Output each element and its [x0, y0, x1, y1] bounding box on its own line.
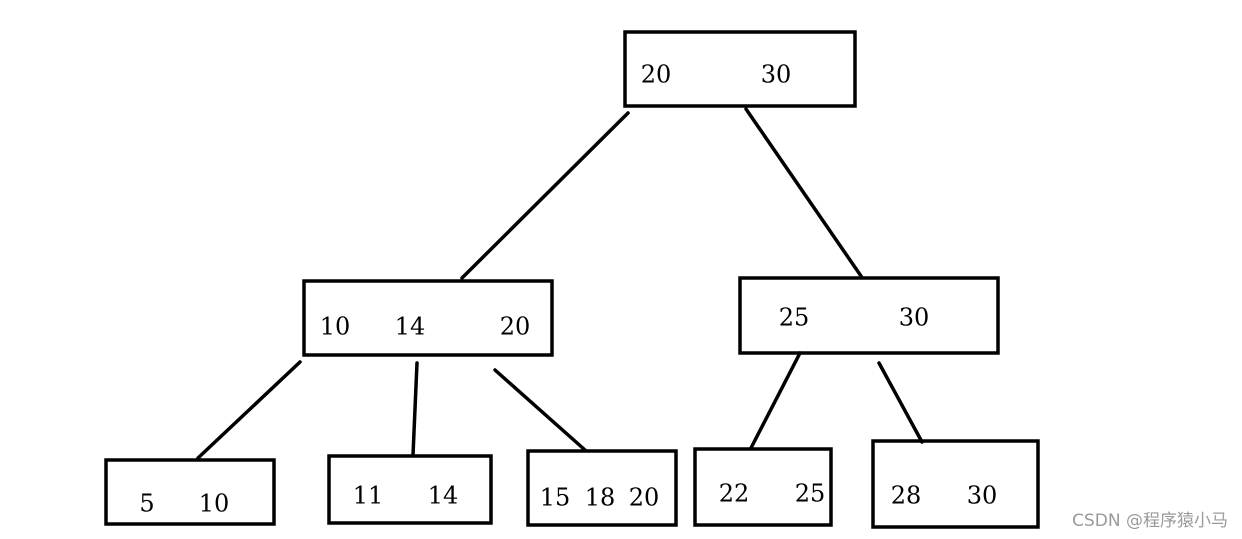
node-key: 14	[428, 482, 459, 510]
node-box-leaf-1	[104, 458, 276, 526]
node-key: 30	[899, 304, 930, 332]
node-box-leaf-5	[871, 439, 1040, 529]
node-key: 10	[199, 490, 230, 518]
watermark: CSDN @程序猿小马	[1072, 511, 1228, 531]
node-key: 20	[629, 484, 660, 512]
edges-layer	[196, 107, 924, 460]
node-key: 30	[967, 482, 998, 510]
node-key: 18	[585, 484, 616, 512]
node-key: 22	[719, 480, 750, 508]
edge-root-to-mid-right	[744, 107, 863, 278]
edge-mid-left-to-leaf-3	[493, 368, 587, 452]
node-box-leaf-3	[526, 449, 678, 527]
node-key: 25	[795, 480, 826, 508]
node-leaf-2: 11 14	[327, 454, 493, 525]
node-box-mid-right	[738, 276, 1000, 355]
node-key: 10	[320, 313, 351, 341]
node-key: 14	[395, 313, 426, 341]
node-key: 15	[540, 484, 571, 512]
edge-root-to-mid-left	[460, 111, 630, 280]
node-leaf-4: 22 25	[693, 447, 833, 527]
edge-mid-left-to-leaf-1	[196, 360, 302, 460]
node-key: 11	[353, 482, 384, 510]
node-key: 28	[891, 482, 922, 510]
node-mid-right: 25 30	[738, 276, 1000, 355]
edge-mid-left-to-leaf-2	[411, 361, 419, 457]
node-box-leaf-2	[327, 454, 493, 525]
edge-mid-right-to-leaf-4	[749, 351, 802, 450]
edge-mid-right-to-leaf-5	[877, 361, 924, 444]
node-key: 20	[641, 61, 672, 89]
node-leaf-1: 5 10	[104, 458, 276, 526]
node-key: 5	[139, 490, 154, 518]
node-leaf-3: 15 18 20	[526, 449, 678, 527]
node-leaf-5: 28 30	[871, 439, 1040, 529]
node-key: 25	[779, 304, 810, 332]
node-mid-left: 10 14 20	[302, 279, 554, 357]
node-box-leaf-4	[693, 447, 833, 527]
node-box-root	[623, 30, 857, 108]
node-key: 20	[500, 313, 531, 341]
node-key: 30	[761, 61, 792, 89]
node-box-mid-left	[302, 279, 554, 357]
